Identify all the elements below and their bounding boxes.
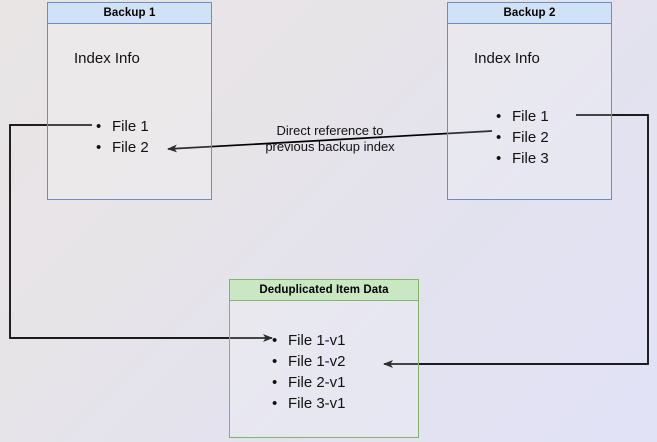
dedup-file-item: File 1-v1 [272, 330, 346, 351]
backup2-file-item: File 1 [496, 106, 549, 127]
backup2-body: Index Info File 1 File 2 File 3 [448, 24, 611, 199]
backup2-file-item: File 2 [496, 127, 549, 148]
dedup-file-item: File 1-v2 [272, 351, 346, 372]
reference-annotation-label: Direct reference to previous backup inde… [265, 123, 395, 154]
backup2-index-label: Index Info [474, 50, 540, 67]
dedup-file-item: File 3-v1 [272, 393, 346, 414]
dedup-box[interactable]: Deduplicated Item Data File 1-v1 File 1-… [229, 279, 419, 438]
backup1-header: Backup 1 [48, 3, 211, 24]
backup1-file-list: File 1 File 2 [96, 116, 149, 158]
backup1-body: Index Info File 1 File 2 [48, 24, 211, 199]
backup2-box[interactable]: Backup 2 Index Info File 1 File 2 File 3 [447, 2, 612, 200]
backup1-index-label: Index Info [74, 50, 140, 67]
dedup-file-item: File 2-v1 [272, 372, 346, 393]
backup2-file-list: File 1 File 2 File 3 [496, 106, 549, 169]
dedup-body: File 1-v1 File 1-v2 File 2-v1 File 3-v1 [230, 301, 418, 437]
backup2-file-item: File 3 [496, 148, 549, 169]
backup1-box[interactable]: Backup 1 Index Info File 1 File 2 [47, 2, 212, 200]
backup1-file-item: File 2 [96, 137, 149, 158]
backup2-header: Backup 2 [448, 3, 611, 24]
dedup-header: Deduplicated Item Data [230, 280, 418, 301]
backup1-file-item: File 1 [96, 116, 149, 137]
dedup-file-list: File 1-v1 File 1-v2 File 2-v1 File 3-v1 [272, 330, 346, 414]
